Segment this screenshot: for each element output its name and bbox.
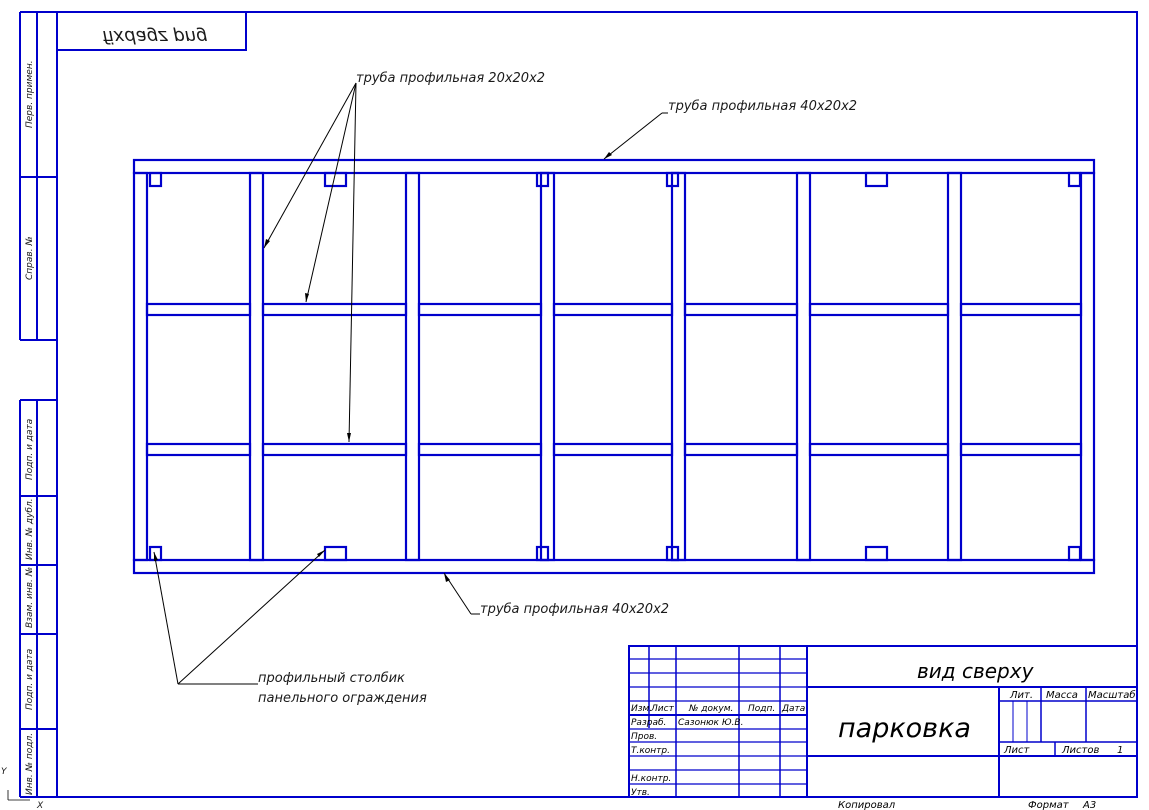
callout-pipe-20x20: труба профильная 20х20х2 <box>356 71 545 86</box>
axis-x-label: X <box>36 801 44 810</box>
post-tab-top <box>148 171 163 188</box>
role-row-5: Н.контр. <box>631 774 671 784</box>
callout-leaders <box>153 82 668 685</box>
vertical-pipe <box>946 171 963 562</box>
vertical-pipe <box>539 171 556 562</box>
cross-pipe <box>145 302 252 317</box>
vertical-pipe <box>404 171 421 562</box>
view-name: вид сверху <box>917 659 1035 683</box>
post-tab-bottom <box>535 545 550 562</box>
vertical-pipe <box>248 171 265 562</box>
cross-pipe <box>959 442 1083 457</box>
cross-pipe <box>145 442 252 457</box>
callout-pipe-40x20-bottom: труба профильная 40х20х2 <box>480 602 669 617</box>
cross-pipe <box>808 302 950 317</box>
title-block: Изм. Лист № докум. Подп. Дата Разраб. Са… <box>628 645 1138 798</box>
format-value: А3 <box>1082 800 1096 810</box>
copied-label: Копировал <box>838 800 896 810</box>
side-label-7: Инв. № подл. <box>25 733 35 795</box>
col-sign: Подп. <box>748 704 775 714</box>
cross-pipe <box>261 442 408 457</box>
post-tab-top <box>1067 171 1082 188</box>
lit-label: Лит. <box>1009 690 1033 701</box>
role-row-6: Утв. <box>631 788 650 798</box>
sheet-label: Лист <box>1003 745 1031 756</box>
cross-pipe <box>261 302 408 317</box>
col-list: Лист <box>650 704 675 714</box>
cross-pipe <box>959 302 1083 317</box>
mass-label: Масса <box>1046 690 1078 701</box>
col-izm: Изм. <box>631 704 652 714</box>
cross-pipe <box>417 302 543 317</box>
scale-label: Масштаб <box>1088 689 1136 701</box>
col-docnum: № докум. <box>688 704 733 714</box>
bottom-rail <box>132 558 1096 575</box>
side-label-2: Справ. № <box>25 236 35 280</box>
callout-pipe-40x20-top: труба профильная 40х20х2 <box>668 99 857 114</box>
doc-code-text: fixdagz png <box>102 26 208 47</box>
axis-y-label: Y <box>1 767 8 777</box>
role-row-3: Т.контр. <box>631 746 670 756</box>
name-row-1: Сазонюк Ю.В. <box>678 718 743 728</box>
doc-code-box: fixdagz png <box>56 11 247 51</box>
post-tab-bottom <box>323 545 348 562</box>
post-tab-bottom <box>665 545 680 562</box>
cross-pipe <box>417 442 543 457</box>
post-tab-top <box>864 171 889 188</box>
cross-pipe <box>552 302 674 317</box>
side-strip: Перв. примен. Справ. № Подп. и дата Инв.… <box>19 11 57 798</box>
col-date: Дата <box>781 704 805 714</box>
side-label-6: Подп. и дата <box>25 649 35 710</box>
left-end-post <box>132 171 149 562</box>
callout-post-line1: профильный столбик <box>258 671 405 686</box>
parking-frame <box>132 158 1096 575</box>
post-tab-bottom <box>864 545 889 562</box>
cross-pipe <box>808 442 950 457</box>
top-rail <box>132 158 1096 175</box>
cross-pipe <box>683 442 799 457</box>
vertical-pipe <box>670 171 687 562</box>
post-tab-top <box>535 171 550 188</box>
callout-post-line2: панельного ограждения <box>258 691 427 706</box>
role-row-1: Разраб. <box>631 718 666 728</box>
sheets-label: Листов <box>1061 745 1099 756</box>
drawing-name: парковка <box>838 713 971 744</box>
sheet-frame <box>56 11 1138 798</box>
cross-pipe <box>683 302 799 317</box>
side-label-1: Перв. примен. <box>25 60 35 128</box>
post-tab-top <box>665 171 680 188</box>
right-end-post <box>1079 171 1096 562</box>
vertical-pipe <box>795 171 812 562</box>
side-label-4: Инв. № дубл. <box>25 498 35 560</box>
role-row-2: Пров. <box>631 732 657 742</box>
side-label-3: Подп. и дата <box>25 419 35 480</box>
cross-pipe <box>552 442 674 457</box>
side-label-5: Взам. инв. № <box>25 567 35 628</box>
format-label: Формат <box>1028 800 1070 810</box>
sheets-value: 1 <box>1117 745 1123 756</box>
post-tab-bottom <box>1067 545 1082 562</box>
